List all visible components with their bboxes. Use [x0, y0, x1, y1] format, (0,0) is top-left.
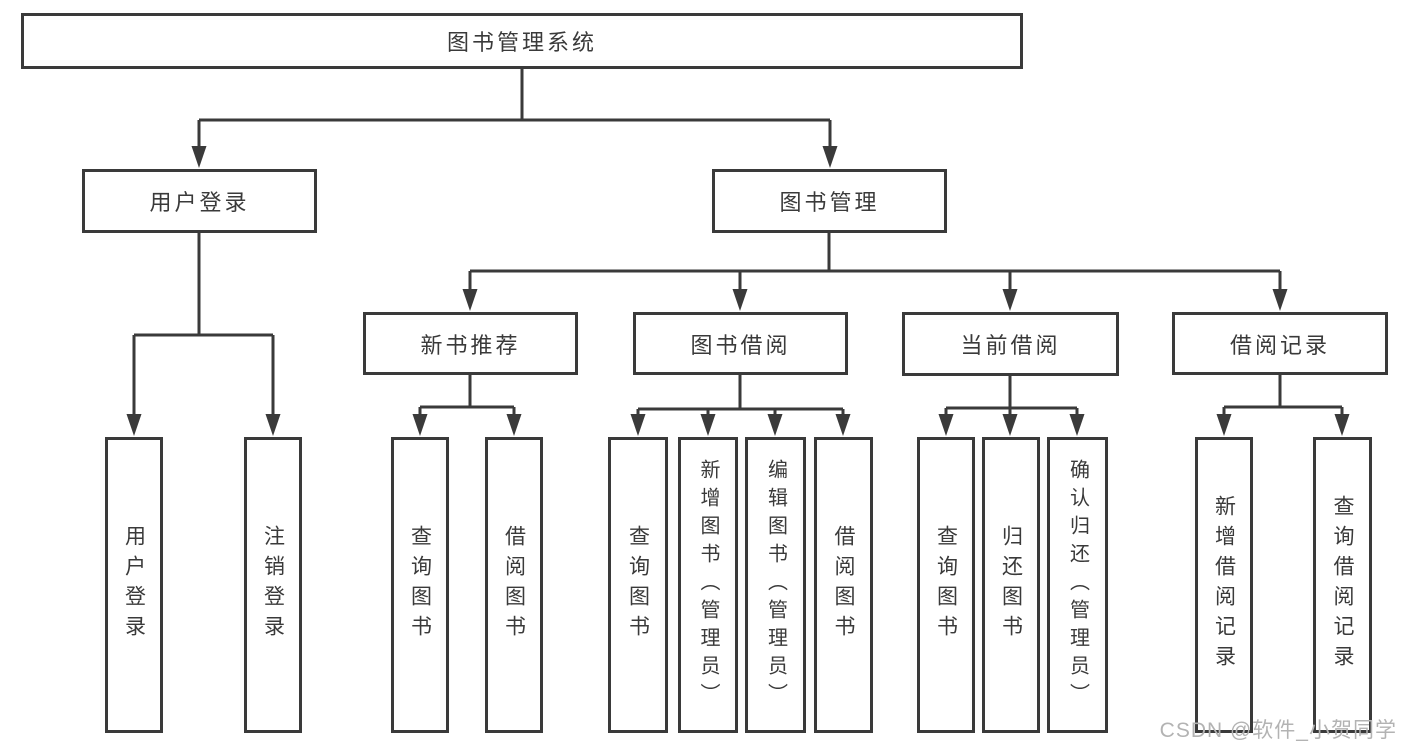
node-current-borrow: 当前借阅	[902, 312, 1119, 376]
node-book-management: 图书管理	[712, 169, 947, 233]
leaf-return-book: 归还图书	[982, 437, 1040, 733]
leaf-query-books: 查询图书	[608, 437, 668, 733]
csdn-watermark: CSDN @软件_小贺同学	[1159, 719, 1397, 742]
leaf-add-borrow-record: 新增借阅记录	[1195, 437, 1253, 733]
node-new-book-recommend: 新书推荐	[363, 312, 578, 375]
leaf-user-login: 用户登录	[105, 437, 163, 733]
leaf-add-book-admin: 新增图书（管理员）	[678, 437, 738, 733]
node-book-borrow: 图书借阅	[633, 312, 848, 375]
leaf-confirm-return-admin: 确认归还（管理员）	[1047, 437, 1108, 733]
node-user-login: 用户登录	[82, 169, 317, 233]
leaf-query-books: 查询图书	[391, 437, 449, 733]
leaf-query-borrow-record: 查询借阅记录	[1313, 437, 1372, 733]
leaf-borrow-books: 借阅图书	[814, 437, 873, 733]
node-borrow-records: 借阅记录	[1172, 312, 1388, 375]
leaf-query-books: 查询图书	[917, 437, 975, 733]
arrowheads	[126, 146, 1350, 436]
node-library-system: 图书管理系统	[21, 13, 1023, 69]
leaf-logout: 注销登录	[244, 437, 302, 733]
leaf-edit-book-admin: 编辑图书（管理员）	[745, 437, 806, 733]
leaf-borrow-books: 借阅图书	[485, 437, 543, 733]
